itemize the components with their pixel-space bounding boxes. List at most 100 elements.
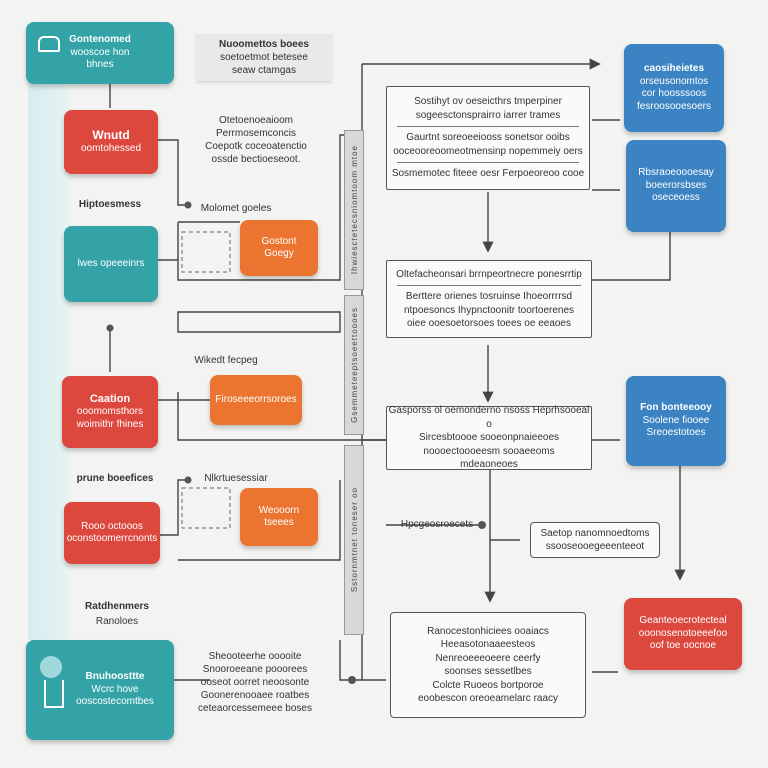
panel1-line2: sogeesctonsprairro iarrer trames [415, 109, 561, 121]
blue3-line1: Fon bonteeooy [640, 402, 712, 414]
dashed-box-2 [181, 487, 231, 529]
blue2-line2: boeerorsbses [645, 179, 707, 191]
panel-3: Gasporss ol oemonderno nsoss Heprhsooeal… [386, 405, 592, 471]
panel3-line4: mdeaoneoes [460, 459, 518, 471]
monitor-icon [38, 36, 60, 52]
blue1-line2: orseusonomtos [639, 75, 709, 87]
red-box-2: Caation ooomomsthors woimithr fhines [62, 376, 158, 448]
panel3-line1: Gasporss ol oemonderno nsoss Heprhsooeal… [388, 405, 590, 430]
orange3-line1: Weooorn [258, 504, 300, 516]
red1-sub: oomtohessed [80, 143, 142, 155]
blue1-line3: cor hoosssoos [641, 88, 707, 99]
vbar3-text: Sstornmtnet toneser oo [349, 487, 359, 593]
panel4-line3: Nenreoeeeoeere ceerfy [435, 652, 541, 664]
label-hpcgeos: Hpcgeosroecets [400, 519, 474, 530]
red2-line2: ooomomsthors [76, 406, 144, 418]
wire-teal2 [158, 134, 362, 281]
red-box-1: Wnutd oomtohessed [64, 110, 158, 174]
label-prune: prune boeefices [76, 473, 154, 484]
blue-box-1: caosiheietes orseusonomtos cor hoosssoos… [624, 44, 724, 132]
wire-red1 [158, 139, 188, 206]
wire-loop [177, 311, 341, 333]
red-box-3: Rooo octooos oconstoomerrcnonts [64, 502, 160, 564]
wire-red3 [160, 479, 341, 561]
red-right-line2: ooonosenotoeeefoo [638, 627, 728, 639]
vbar1-text: Ihwiesctetecsniomtoom mtoe [349, 145, 359, 275]
red2-title: Caation [89, 392, 131, 405]
red-right-line1: Geanteoecrotecteal [639, 615, 727, 627]
teal2-text: lwes opeeeinrs [77, 257, 145, 269]
blue2-line1: Rbsraoeoooesay [638, 167, 714, 179]
blue3-line3: Sreoestotoes [646, 427, 706, 439]
top-note-line2: soetoetmot betesee [220, 52, 308, 63]
background-strip [28, 80, 70, 640]
top-teal-box: Gontenomed wooscoe hon bhnes [26, 22, 174, 84]
mid-note-2-line5: ceteaorcessemeee boses [198, 703, 312, 714]
orange1-line2: Goegy [264, 248, 294, 259]
wire-b2-p2 [592, 232, 671, 281]
blue2-line3: oseceoess [652, 192, 700, 204]
red-right-line3: oof toe oocnoe [649, 640, 717, 652]
label-hiptoesmess: Hiptoesmess [78, 199, 142, 210]
top-teal-line2: wooscoe hon [70, 46, 130, 58]
teal-box-2: lwes opeeeinrs [64, 226, 158, 302]
label-wikedt: Wikedt fecpeg [194, 355, 258, 366]
red-box-right: Geanteoecrotecteal ooonosenotoeeefoo oof… [624, 598, 742, 670]
vbar2-text: Gsemmeteeptsoeettoooes [349, 307, 359, 423]
dashed-box-1 [181, 231, 231, 273]
top-note: Nuoomettos boees soetoetmot betesee seaw… [196, 34, 332, 81]
vertical-bar-2: Gsemmeteeptsoeettoooes [344, 295, 364, 435]
mid-note-1-line2: Perrmosemconcis [215, 128, 297, 139]
panel2-line1: Oltefacheonsari brrnpeortnecre ponesrrti… [396, 268, 582, 280]
blue-box-3: Fon bonteeooy Soolene fiooee Sreoestotoe… [626, 376, 726, 466]
red3-line2: oconstoomerrcnonts [66, 533, 158, 544]
orange-box-1: Gostont Goegy [240, 220, 318, 276]
panel3-line3: noooectoooeesm sooaeeoms [423, 445, 555, 457]
panel-2: Oltefacheonsari brrnpeortnecre ponesrrti… [386, 260, 592, 338]
wire-hp [386, 524, 520, 541]
panel2-line2: Berttere orienes tosruinse Ihoeorrrrsd [405, 291, 573, 302]
panel-1: Sostihyt ov oeseicthrs tmperpiner sogees… [386, 86, 590, 190]
panel4-line6: eoobescon oreoeamelarc raacy [417, 693, 559, 704]
blue-box-2: Rbsraoeoooesay boeerorsbses oseceoess [626, 140, 726, 232]
label-nlkrtue: Nlkrtuesessiar [204, 473, 268, 484]
label-molomet: Molomet goeles [200, 203, 272, 214]
wire-bottom [339, 640, 386, 681]
label-ratdhenmers: Ratdhenmers [85, 601, 149, 612]
mid-note-2-line1: Sheooteerhe ooooite [208, 651, 302, 662]
orange2-line1: Firoseeeorrsoroes [215, 393, 297, 405]
top-teal-line3: bhnes [86, 59, 114, 71]
panel-4: Ranocestonhiciees ooaiacs Heeasotonaaees… [390, 612, 586, 718]
top-teal-line1: Gontenomed [69, 34, 131, 46]
blue3-line2: Soolene fiooee [642, 414, 710, 426]
mid-note-1-line3: Coepotk coceoatenctio [205, 141, 307, 152]
panel3-line2: Sircesbtoooe sooeonpnaieeoes [418, 432, 560, 444]
panel-sa-line2: ssooseooegeeenteeot [545, 541, 645, 552]
panel4-line4: soonses sessetlbes [444, 666, 532, 677]
mid-note-2-line3: ooseot oorret neoosonte [200, 677, 310, 688]
panel-sa-line1: Saetop nanomnoedtoms [540, 527, 650, 539]
red3-line1: Rooo octooos [81, 520, 143, 532]
panel1-line5: Sosmemotec fiteee oesr Ferpoeoreoo cooe [391, 168, 585, 180]
panel1-line1: Sostihyt ov oeseicthrs tmperpiner [414, 96, 562, 108]
cup-icon [44, 680, 64, 708]
panel4-line1: Ranocestonhiciees ooaiacs [427, 625, 549, 637]
orange1-line1: Gostont [261, 235, 297, 247]
bottom-teal-line2: Wcrc hove [91, 683, 139, 695]
mid-note-2-line4: Goonerenooaee roatbes [200, 690, 310, 701]
panel2-line4: oiee ooesoetorsoes toees oe eeaoes [406, 318, 571, 329]
orange-box-3: Weooorn tseees [240, 488, 318, 546]
mid-note-1: Otetoenoeaioom Perrmosemconcis Coepotk c… [196, 114, 316, 166]
mid-note-1-line1: Otetoenoeaioom [219, 115, 293, 126]
panel2-line3: ntpoesoncs Ihypnctoonitr toortoerenes [403, 304, 575, 316]
panel4-line2: Heeasotonaaeesteos [440, 639, 536, 650]
orange-box-2: Firoseeeorrsoroes [210, 375, 302, 425]
top-note-line1: Nuoomettos boees [218, 39, 309, 50]
vertical-bar-1: Ihwiesctetecsniomtoom mtoe [344, 130, 364, 290]
panel-sa: Saetop nanomnoedtoms ssooseooegeeenteeot [530, 522, 660, 558]
mid-note-1-line4: ossde bectioeseoot. [211, 154, 301, 165]
bottom-teal-line3: ooscostecomtbes [76, 696, 154, 708]
panel1-line4: ooceooreoomeotmensinp nopemmeiy oers [393, 145, 583, 157]
mid-note-2: Sheooteerhe ooooite Snooroeeane pooorees… [192, 650, 318, 715]
